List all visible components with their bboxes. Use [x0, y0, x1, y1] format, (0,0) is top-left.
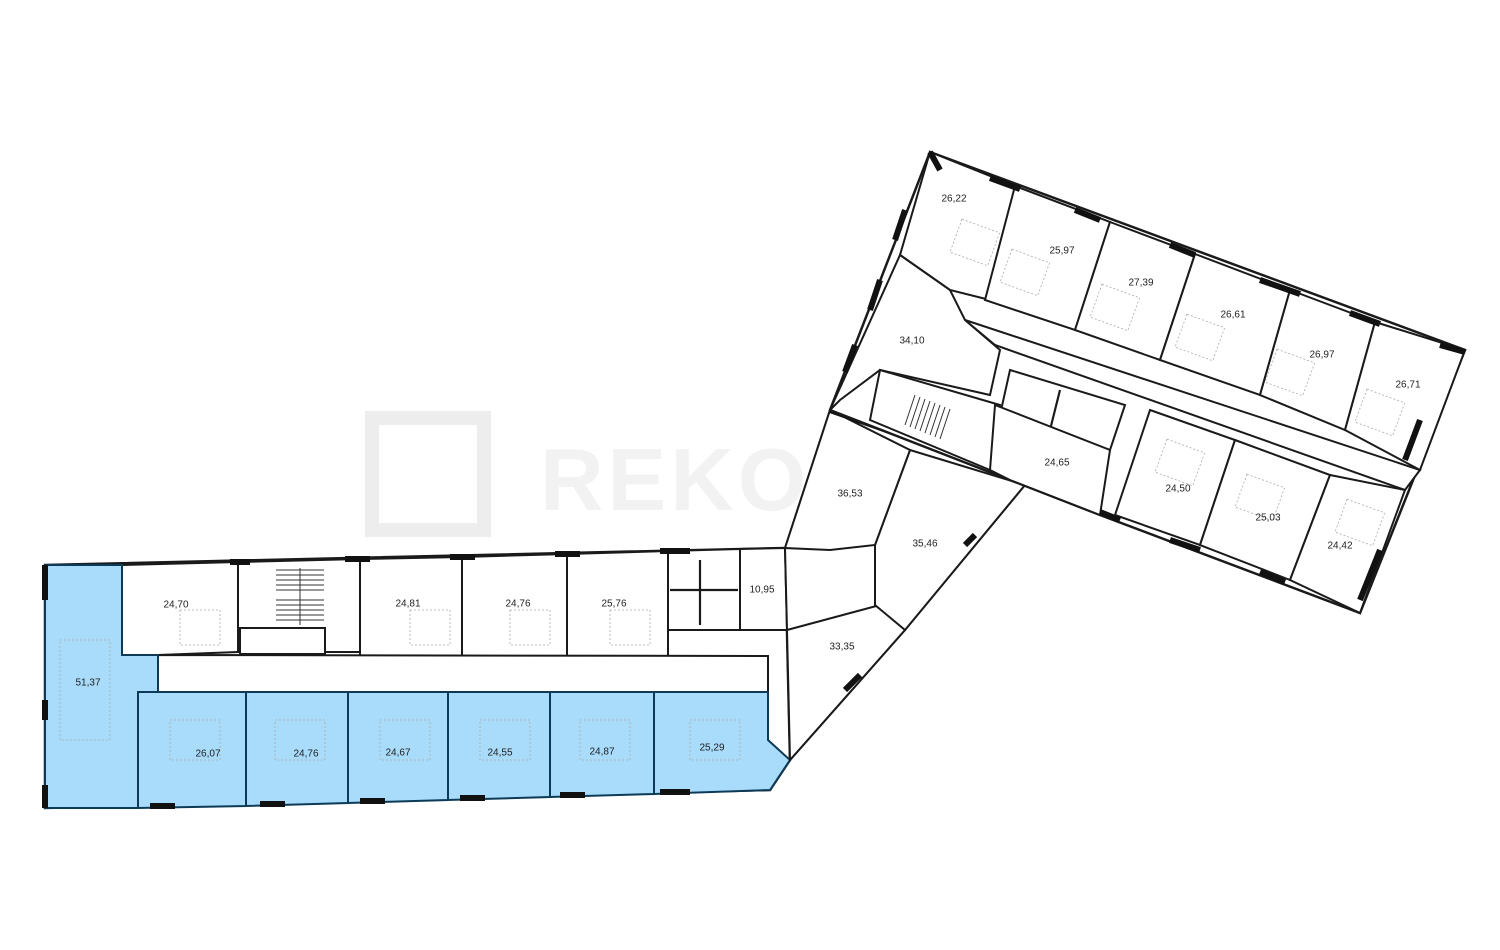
apartment-10-95[interactable]: [739, 546, 789, 631]
apartment-24-65[interactable]: [988, 403, 1112, 517]
windows-east: [842, 150, 1466, 602]
stair-core-west: [237, 557, 361, 655]
connector: [783, 407, 1027, 763]
corridor-west: [157, 653, 769, 693]
apartment-24-67[interactable]: [347, 691, 449, 805]
apartment-24-81[interactable]: [359, 555, 463, 657]
apartment-33-35[interactable]: [785, 603, 907, 763]
windows-west: [42, 548, 690, 809]
apartment-25-76[interactable]: [566, 549, 669, 657]
apartment-24-76-north[interactable]: [461, 552, 568, 657]
apartment-34-10[interactable]: [829, 253, 1002, 411]
east-wing: [828, 150, 1467, 615]
apartment-24-55[interactable]: [447, 691, 551, 802]
apartment-26-07[interactable]: [137, 691, 247, 810]
apartment-24-42[interactable]: [1288, 473, 1407, 615]
west-wing: [42, 546, 792, 810]
apartment-24-76-south[interactable]: [245, 691, 349, 808]
apartment-36-53[interactable]: [783, 408, 912, 552]
service-block: [667, 547, 741, 631]
apartment-24-87[interactable]: [549, 691, 655, 799]
apartment-24-70[interactable]: [121, 560, 239, 656]
